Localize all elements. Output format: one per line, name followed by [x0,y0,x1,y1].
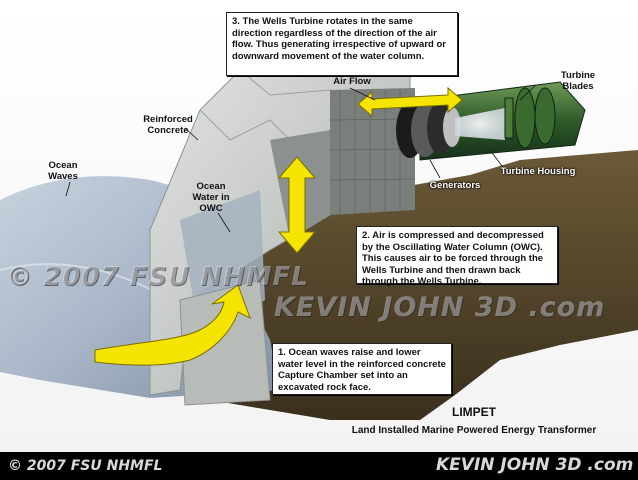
ocean-water-owc-label: Ocean Water in OWC [192,181,230,214]
note-step-2: 2. Air is compressed and decompressed by… [356,226,558,287]
title-subtitle: Land Installed Marine Powered Energy Tra… [351,425,597,436]
turbine-housing-label: Turbine Housing [500,166,576,177]
air-flow-label: Air Flow [333,76,371,87]
generators-label: Generators [429,180,481,191]
water-column-arrow [277,156,317,254]
title-block: LIMPET Land Installed Marine Powered Ene… [318,398,630,452]
turbine-blades-label: Turbine Blades [560,70,596,92]
footer-copyright: © 2007 FSU NHMFL [8,458,163,474]
wave-motion-arrow [94,284,251,366]
turbine-blades [504,87,556,149]
flow-arrows [94,86,463,366]
note-step-3: 3. The Wells Turbine rotates in the same… [226,12,458,76]
generators [396,102,461,158]
footer-bar [0,452,638,480]
watermark-kevinjohn: KEVIN JOHN 3D .com [274,292,606,323]
title-main: LIMPET [452,405,496,419]
note-step-1: 1. Ocean waves raise and lower water lev… [272,343,452,395]
air-flow-arrow [357,86,463,118]
reinforced-concrete-label: Reinforced Concrete [143,114,193,136]
ocean-waves-label: Ocean Waves [48,160,78,182]
watermark-copyright: © 2007 FSU NHMFL [6,262,309,292]
footer-kevinjohn: KEVIN JOHN 3D .com [436,455,634,475]
